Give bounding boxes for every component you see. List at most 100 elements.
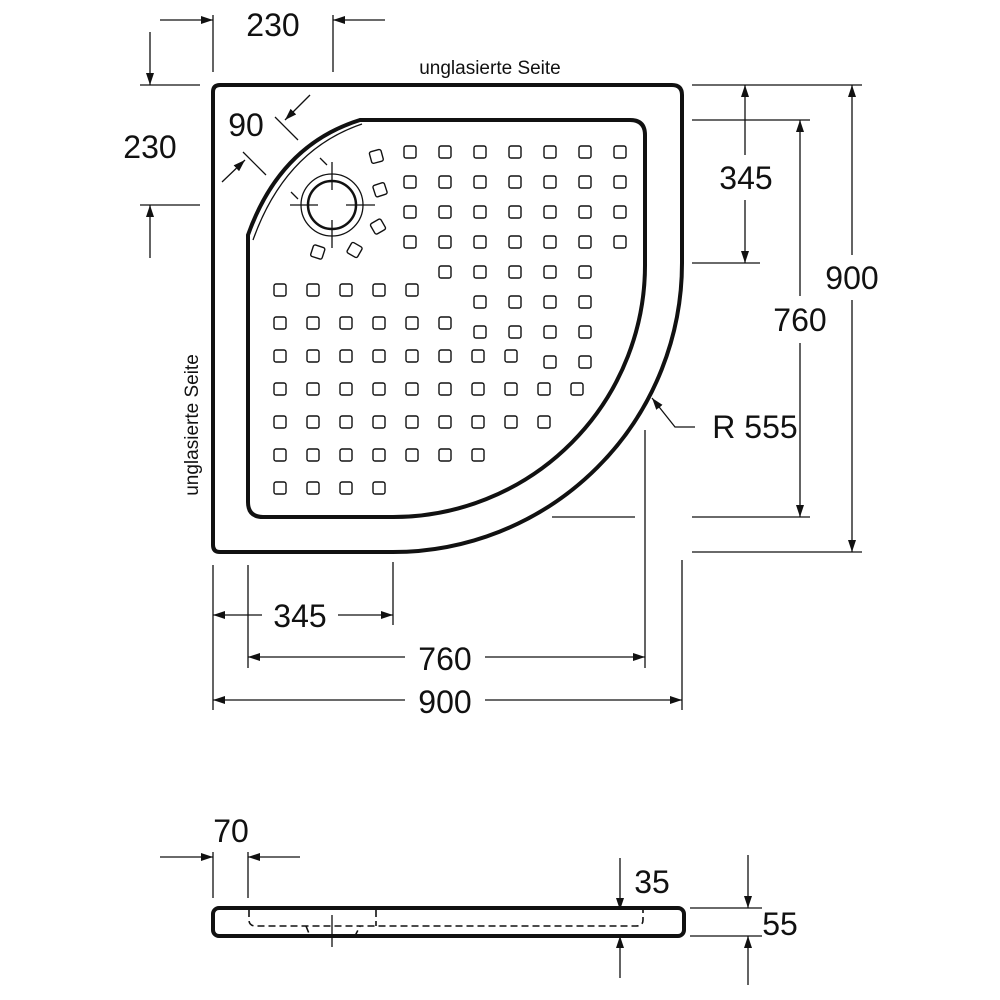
unglazed-side-left-label: unglasierte Seite <box>182 354 203 496</box>
anti-slip-square <box>578 355 592 369</box>
anti-slip-square <box>372 415 386 429</box>
anti-slip-square <box>405 415 419 429</box>
side-basin-hidden-line <box>248 910 644 927</box>
anti-slip-square <box>471 415 485 429</box>
anti-slip-square <box>405 448 419 462</box>
anti-slip-pattern <box>273 145 627 495</box>
anti-slip-square <box>273 481 287 495</box>
basin-rim-line <box>252 123 363 241</box>
svg-text:R 555: R 555 <box>712 409 797 445</box>
anti-slip-square <box>306 349 320 363</box>
dim-right: 345 760 900 <box>692 84 879 553</box>
anti-slip-square <box>339 349 353 363</box>
anti-slip-square <box>339 415 353 429</box>
anti-slip-square <box>613 235 627 249</box>
basin-inner-outline <box>246 118 648 519</box>
anti-slip-square <box>471 448 485 462</box>
dim-top-230: 230 <box>160 7 385 72</box>
anti-slip-square <box>471 382 485 396</box>
anti-slip-square <box>543 235 557 249</box>
anti-slip-square <box>578 325 592 339</box>
anti-slip-square <box>273 415 287 429</box>
svg-text:90: 90 <box>228 107 264 143</box>
anti-slip-square <box>473 205 487 219</box>
anti-slip-square <box>273 316 287 330</box>
anti-slip-square <box>543 295 557 309</box>
anti-slip-square <box>438 349 452 363</box>
drain-centerlines <box>290 157 375 248</box>
unglazed-side-top-label: unglasierte Seite <box>419 58 561 79</box>
anti-slip-square <box>438 448 452 462</box>
svg-text:70: 70 <box>213 813 249 849</box>
dim-bottom: 345 760 900 <box>212 430 683 720</box>
anti-slip-square <box>508 325 522 339</box>
anti-slip-square <box>471 349 485 363</box>
svg-text:900: 900 <box>418 684 471 720</box>
side-drain-hidden-line <box>305 910 377 937</box>
anti-slip-square <box>504 415 518 429</box>
anti-slip-square <box>405 382 419 396</box>
svg-text:900: 900 <box>825 260 878 296</box>
anti-slip-square <box>508 175 522 189</box>
anti-slip-square <box>543 175 557 189</box>
svg-text:760: 760 <box>773 302 826 338</box>
anti-slip-square <box>339 283 353 297</box>
anti-slip-square <box>473 295 487 309</box>
svg-text:760: 760 <box>418 641 471 677</box>
anti-slip-square <box>543 325 557 339</box>
svg-text:55: 55 <box>762 906 798 942</box>
anti-slip-square <box>537 415 551 429</box>
tray-plan-view <box>211 83 684 554</box>
anti-slip-square <box>306 382 320 396</box>
anti-slip-square <box>273 283 287 297</box>
svg-text:230: 230 <box>123 129 176 165</box>
anti-slip-square <box>473 235 487 249</box>
anti-slip-square <box>578 295 592 309</box>
svg-text:230: 230 <box>246 7 299 43</box>
anti-slip-square <box>438 205 452 219</box>
anti-slip-square <box>613 205 627 219</box>
anti-slip-square <box>339 448 353 462</box>
anti-slip-square <box>372 316 386 330</box>
drain <box>290 157 375 248</box>
anti-slip-square <box>339 382 353 396</box>
anti-slip-square <box>508 235 522 249</box>
anti-slip-square <box>306 448 320 462</box>
anti-slip-square <box>403 205 417 219</box>
anti-slip-square <box>570 382 584 396</box>
anti-slip-square <box>306 316 320 330</box>
anti-slip-square <box>273 448 287 462</box>
anti-slip-square <box>578 205 592 219</box>
anti-slip-square <box>372 349 386 363</box>
anti-slip-square <box>403 235 417 249</box>
anti-slip-square <box>543 205 557 219</box>
anti-slip-square <box>473 175 487 189</box>
anti-slip-square <box>613 175 627 189</box>
dim-side-55: 55 <box>690 855 798 985</box>
anti-slip-square <box>368 148 384 165</box>
anti-slip-square <box>372 448 386 462</box>
anti-slip-square <box>578 145 592 159</box>
anti-slip-square <box>508 295 522 309</box>
anti-slip-square <box>306 283 320 297</box>
anti-slip-square <box>273 382 287 396</box>
anti-slip-square <box>273 349 287 363</box>
anti-slip-square <box>543 265 557 279</box>
anti-slip-square <box>537 382 551 396</box>
anti-slip-square <box>372 481 386 495</box>
anti-slip-square <box>438 145 452 159</box>
anti-slip-square <box>504 382 518 396</box>
anti-slip-square <box>405 316 419 330</box>
anti-slip-square <box>339 481 353 495</box>
anti-slip-square <box>438 382 452 396</box>
anti-slip-square <box>306 415 320 429</box>
anti-slip-square <box>543 355 557 369</box>
svg-text:35: 35 <box>634 864 670 900</box>
dim-side-35: 35 <box>616 858 670 978</box>
dim-drain-90: 90 <box>221 94 311 183</box>
anti-slip-square <box>372 182 388 198</box>
dim-side-70: 70 <box>160 813 300 898</box>
anti-slip-square <box>372 283 386 297</box>
anti-slip-square <box>438 265 452 279</box>
